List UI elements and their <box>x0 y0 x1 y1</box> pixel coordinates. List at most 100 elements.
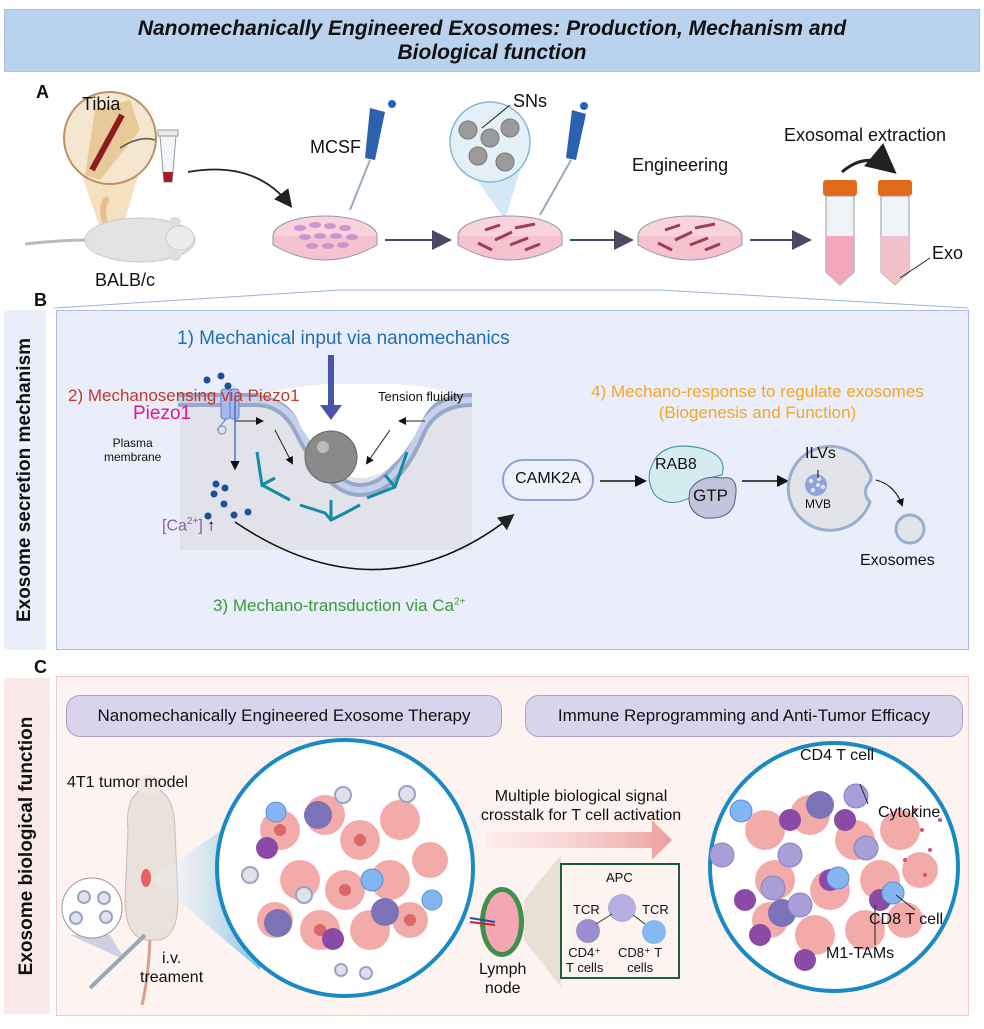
label-sns: SNs <box>513 91 548 111</box>
rab8-label: RAB8 <box>655 456 697 473</box>
ca-sup: 2+ <box>186 516 199 527</box>
lymph-line-2: node <box>484 980 521 997</box>
plasma-line-2: membrane <box>104 450 162 464</box>
arrow-ca-to-camk2a <box>234 514 515 571</box>
step3-sup: 2+ <box>453 596 466 608</box>
step-2-label: 2) Mechanosensing via Piezo1 <box>68 386 300 405</box>
arrow-tube-to-dish <box>187 168 293 208</box>
step-3-label: 3) Mechano-transduction via Ca2+ <box>213 596 465 616</box>
cd8-line-2: cells <box>627 960 654 975</box>
plasma-line-1: Plasma <box>112 436 153 450</box>
panel-a-letter: A <box>36 82 49 102</box>
title-line-1: Nanomechanically Engineered Exosomes: Pr… <box>137 16 847 40</box>
iv-treatment-label: i.v. treament <box>140 949 203 987</box>
label-balbc: BALB/c <box>95 270 156 290</box>
petri-dish-2-icon <box>457 215 563 261</box>
step4-line-1: 4) Mechano-response to regulate exosomes <box>591 382 924 401</box>
cd4-t-cells-label: CD4⁺ T cells <box>566 945 603 975</box>
ca-close: ] <box>198 517 203 535</box>
cd8-t-cell-label: CD8 T cell <box>869 911 944 928</box>
pipette-2-icon <box>539 102 588 216</box>
syringe-icon <box>88 933 147 990</box>
mouse-icon <box>24 195 196 263</box>
exosomes-label: Exosomes <box>860 552 935 569</box>
label-exo: Exo <box>932 243 964 263</box>
pill-exosome-therapy: Nanomechanically Engineered Exosome Ther… <box>66 695 502 737</box>
label-exosomal-extraction: Exosomal extraction <box>784 125 947 145</box>
calcium-ions <box>203 372 252 520</box>
step4-line-2: (Biogenesis and Function) <box>658 403 857 422</box>
pipette-1-icon <box>349 100 396 211</box>
tcr-left-label: TCR <box>573 902 600 917</box>
tumor-microenvironment-before <box>215 738 475 998</box>
sns-magnifier-icon <box>449 101 531 220</box>
cd8-t-cells-label: CD8⁺ T cells <box>618 945 662 975</box>
label-mcsf: MCSF <box>310 137 361 157</box>
petri-dish-1-icon <box>272 215 378 261</box>
ilvs-label: ILVs <box>805 445 836 462</box>
piezo1-label: Piezo1 <box>133 403 192 424</box>
petri-dish-3-icon <box>637 215 743 261</box>
lymph-node-label: Lymph node <box>479 960 526 998</box>
ca-increase-icon: ↑ <box>207 517 216 535</box>
panel-b-side-label: Exosome secretion mechanism <box>4 310 46 650</box>
cd8-cell-icon <box>642 920 666 944</box>
cd4-line-2: T cells <box>566 960 604 975</box>
tibia-magnifier-icon <box>63 91 157 262</box>
zoom-lines-a-to-b <box>53 289 969 309</box>
tension-fluidity-label: Tension fluidity <box>378 389 464 404</box>
plasma-membrane-label: Plasma membrane <box>104 436 161 464</box>
gtp-shape <box>688 476 737 519</box>
cytokine-label: Cytokine <box>878 804 941 821</box>
mvb-icon <box>786 444 873 532</box>
lymph-line-1: Lymph <box>479 961 527 978</box>
title-line-2: Biological function <box>397 40 587 64</box>
tumor-microenvironment-after <box>708 741 960 993</box>
mvb-label: MVB <box>805 497 832 511</box>
iv-line-2: treament <box>140 969 204 986</box>
panel-b-letter: B <box>34 290 47 310</box>
gtp-label: GTP <box>693 486 728 505</box>
microtube-icon <box>157 129 179 183</box>
piezo1-channel-icon <box>216 388 240 471</box>
apc-cell-icon <box>608 894 636 922</box>
arrow-extraction <box>841 143 897 174</box>
apc-label: APC <box>606 870 633 885</box>
crosstalk-arrow <box>486 820 672 860</box>
step-4-label: 4) Mechano-response to regulate exosomes… <box>545 381 970 423</box>
panel-c-letter: C <box>34 657 47 677</box>
cd4-cell-icon <box>576 919 600 943</box>
falcon-tube-2-icon <box>878 180 931 286</box>
m1-tams-label: M1-TAMs <box>826 945 895 962</box>
exosome-icon <box>894 513 926 545</box>
crosstalk-line-2: crosstalk for T cell activation <box>480 807 682 824</box>
step-1-label: 1) Mechanical input via nanomechanics <box>177 328 510 349</box>
crosstalk-line-1: Multiple biological signal <box>494 788 668 805</box>
calcium-label: [Ca2+] ↑ <box>162 516 215 535</box>
tcr-right-label: TCR <box>642 902 669 917</box>
cd4-t-cell-label: CD4 T cell <box>800 747 875 764</box>
step3-text: 3) Mechano-transduction via Ca <box>213 596 454 615</box>
zoom-fan-lymph <box>524 855 561 987</box>
camk2a-box <box>502 459 594 501</box>
tumor-mouse-icon <box>124 775 179 1006</box>
tumor-model-label: 4T1 tumor model <box>67 774 188 791</box>
label-tibia: Tibia <box>82 94 121 114</box>
exosome-magnifier-icon <box>61 877 125 960</box>
crosstalk-label: Multiple biological signal crosstalk for… <box>455 787 707 825</box>
lymph-node-icon <box>469 887 524 957</box>
cd4-line-1: CD4⁺ <box>568 945 602 960</box>
iv-line-1: i.v. <box>161 950 182 967</box>
ca-text: [Ca <box>162 517 187 535</box>
cd8-line-1: CD8⁺ T <box>618 945 663 960</box>
falcon-tube-1-icon <box>823 180 857 286</box>
label-engineering: Engineering <box>632 155 729 175</box>
panel-c-side-label: Exosome biological function <box>4 678 50 1014</box>
camk2a-label: CAMK2A <box>515 470 581 487</box>
cytoskeleton <box>255 451 409 522</box>
figure-title: Nanomechanically Engineered Exosomes: Pr… <box>4 9 980 72</box>
pill-immune-reprogramming: Immune Reprogramming and Anti-Tumor Effi… <box>525 695 963 737</box>
